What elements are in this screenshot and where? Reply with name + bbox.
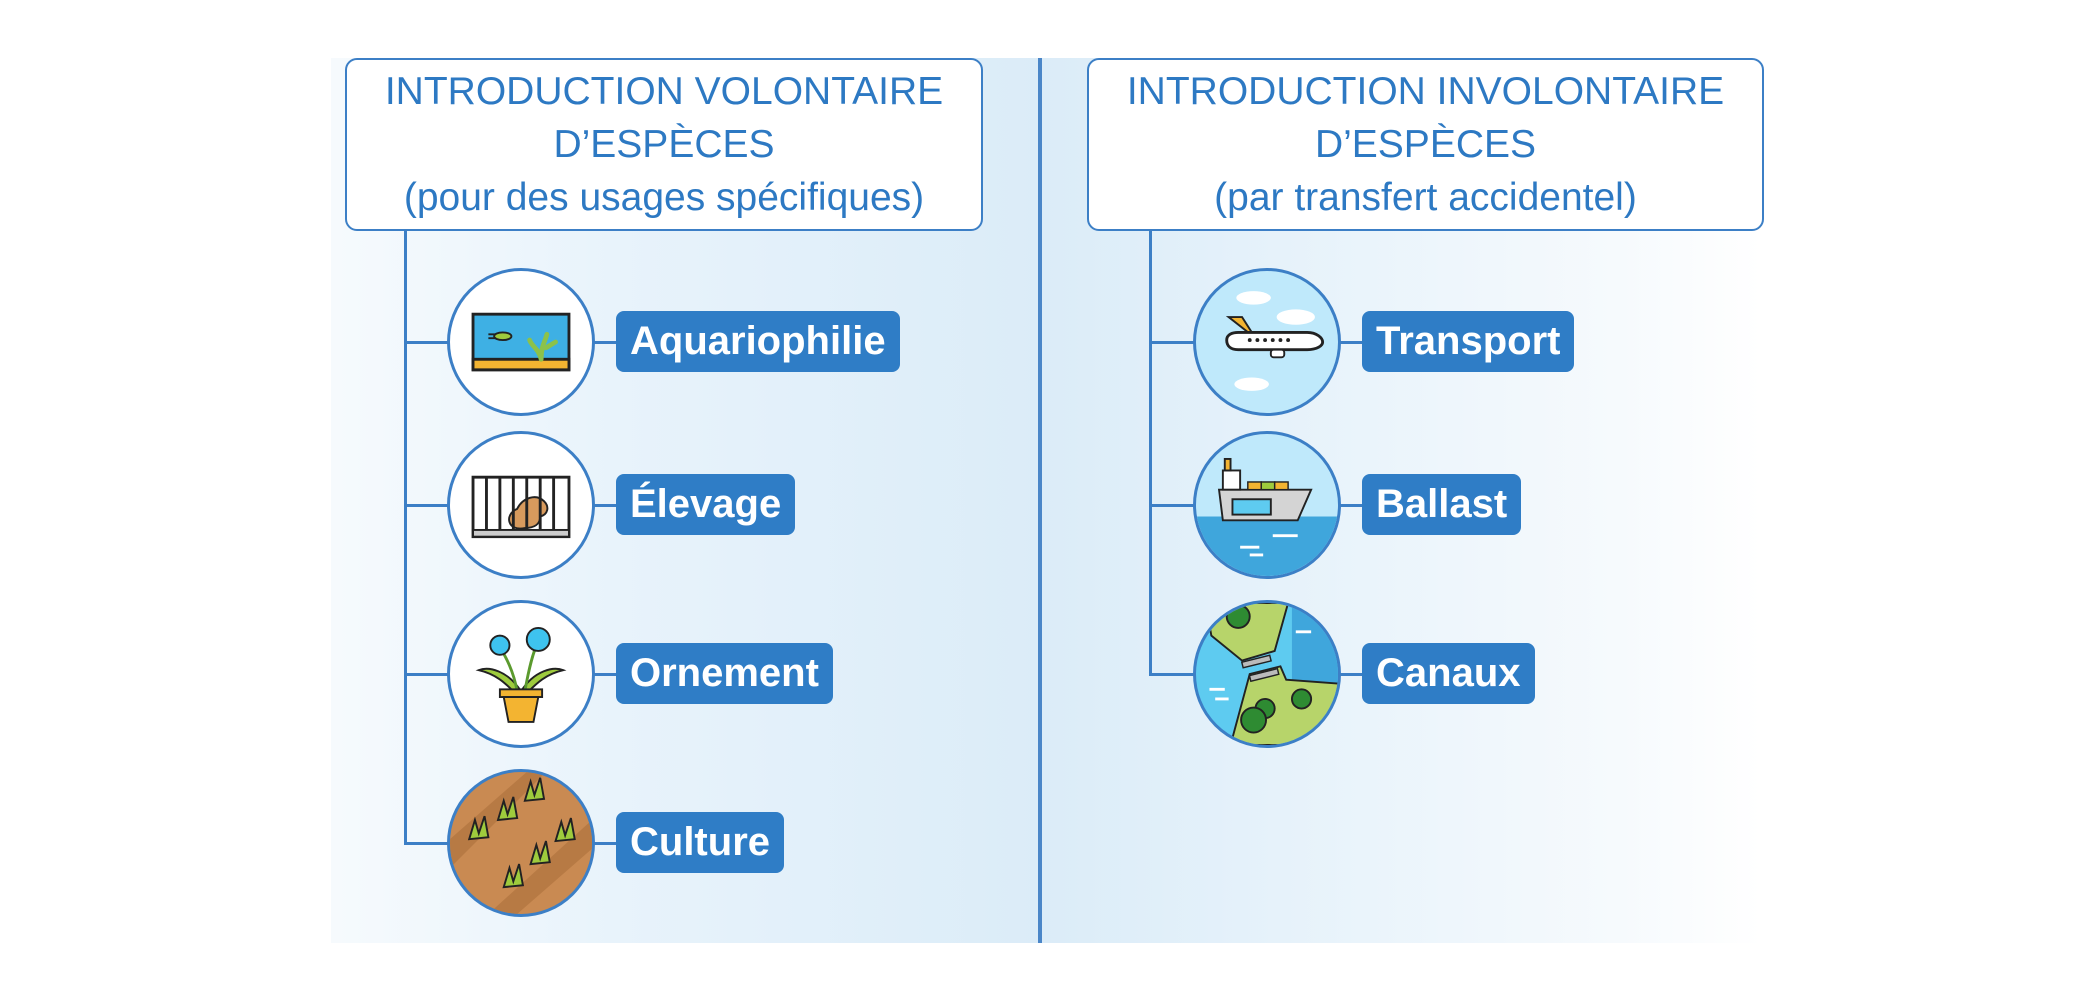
canal-icon (1193, 600, 1341, 748)
potted-flower-icon (447, 600, 595, 748)
involuntary-header-line1: INTRODUCTION INVOLONTAIRE (1126, 70, 1725, 113)
involuntary-trunk-line (1149, 230, 1152, 675)
involuntary-header: INTRODUCTION INVOLONTAIRE D’ESPÈCES (par… (1087, 58, 1764, 231)
involuntary-header-line2: D’ESPÈCES (1314, 123, 1537, 166)
voluntary-header-line2: D’ESPÈCES (553, 123, 775, 166)
involuntary-header-line3: (par transfert accidentel) (1214, 176, 1637, 219)
tag-aquariophilie: Aquariophilie (616, 311, 900, 372)
caged-animal-icon (447, 431, 595, 579)
cargo-ship-icon (1193, 431, 1341, 579)
airplane-icon (1193, 268, 1341, 416)
tag-elevage: Élevage (616, 474, 796, 535)
tag-ballast: Ballast (1362, 474, 1522, 535)
crop-field-icon (447, 769, 595, 917)
tag-canaux: Canaux (1362, 643, 1535, 704)
aquarium-icon (447, 268, 595, 416)
voluntary-header-line1: INTRODUCTION VOLONTAIRE (384, 70, 944, 113)
tag-transport: Transport (1362, 311, 1575, 372)
voluntary-header: INTRODUCTION VOLONTAIRE D’ESPÈCES (pour … (345, 58, 983, 231)
tag-ornement: Ornement (616, 643, 833, 704)
tag-culture: Culture (616, 812, 784, 873)
center-divider (1038, 58, 1042, 943)
voluntary-header-line3: (pour des usages spécifiques) (403, 176, 925, 219)
voluntary-trunk-line (404, 230, 407, 844)
